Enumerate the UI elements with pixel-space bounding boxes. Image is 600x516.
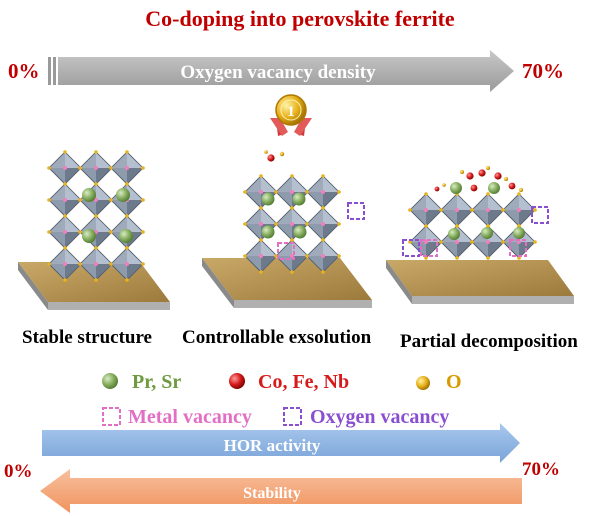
- structure-label-stable: Stable structure: [22, 327, 152, 348]
- legend-red-atom: [229, 373, 245, 389]
- structure-label-decomposition: Partial decomposition: [400, 331, 578, 352]
- legend-oxygen-vacancy-label: Oxygen vacancy: [310, 406, 450, 428]
- substrate-exsolution: [202, 258, 372, 308]
- perovskite-lattice-decomposition: [402, 166, 549, 261]
- top-arrow-start-label: 0%: [8, 59, 40, 83]
- legend-green-atom: [102, 373, 118, 389]
- legend-oxygen-label: O: [446, 371, 462, 393]
- legend-a-site-label: Pr, Sr: [132, 371, 182, 393]
- bottom-start-label: 0%: [4, 461, 33, 482]
- oxygen-vacancy-arrow: Oxygen vacancy density: [48, 50, 514, 92]
- legend-metal-vacancy-label: Metal vacancy: [128, 406, 252, 428]
- substrate-decomposition: [386, 260, 574, 304]
- legend-oxygen-vacancy-box: [283, 407, 302, 426]
- hor-activity-label: HOR activity: [224, 436, 321, 455]
- bottom-end-label: 70%: [522, 459, 560, 480]
- top-arrow-end-label: 70%: [522, 59, 564, 83]
- oxygen-vacancy-arrow-label: Oxygen vacancy density: [180, 62, 376, 83]
- legend-b-site-label: Co, Fe, Nb: [258, 371, 350, 393]
- structure-label-exsolution: Controllable exsolution: [182, 327, 372, 348]
- figure-title: Co-doping into perovskite ferrite: [145, 6, 455, 31]
- perovskite-lattice-stable: [46, 149, 146, 283]
- legend-gold-atom: [416, 376, 430, 390]
- perovskite-lattice-exsolution: [242, 150, 365, 275]
- svg-text:1: 1: [287, 104, 295, 120]
- legend-metal-vacancy-box: [102, 407, 121, 426]
- hor-activity-arrow: HOR activity: [42, 423, 520, 463]
- stability-label: Stability: [243, 485, 301, 502]
- stability-arrow: Stability: [40, 469, 522, 513]
- gold-medal-icon: 1: [270, 94, 312, 136]
